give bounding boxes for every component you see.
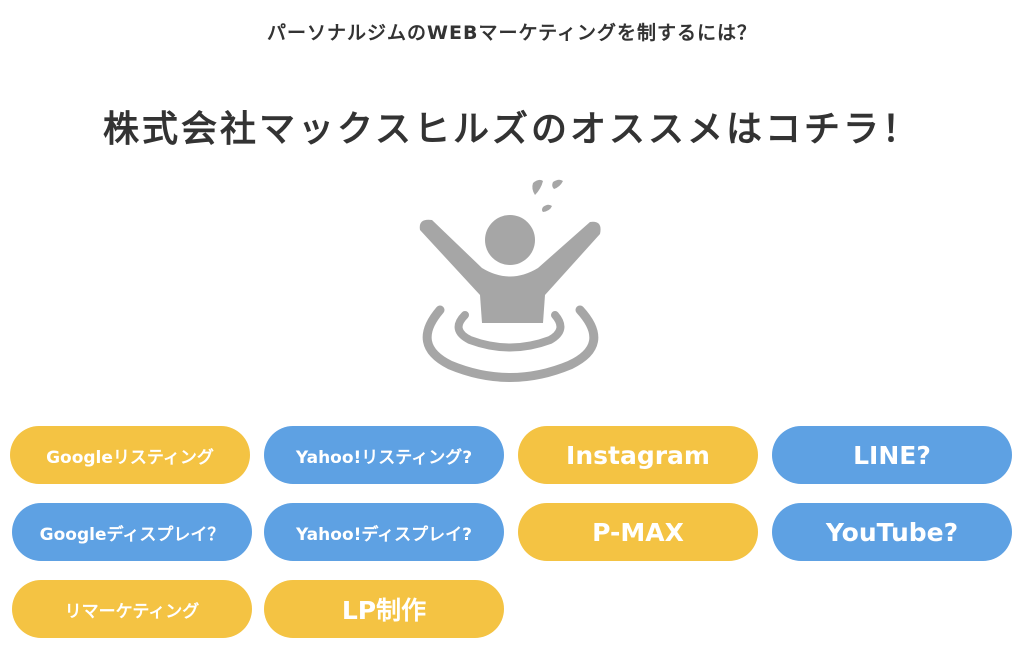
page-title: 株式会社マックスヒルズのオススメはコチラ！ (103, 109, 921, 150)
instagram-button[interactable]: Instagram (518, 426, 758, 484)
line-button[interactable]: LINE? (772, 426, 1012, 484)
google-display-button[interactable]: Googleディスプレイ？ (12, 503, 252, 561)
google-listing-button[interactable]: Googleリスティング (10, 426, 250, 484)
yahoo-listing-button[interactable]: Yahoo!リスティング? (264, 426, 504, 484)
lp-production-button[interactable]: LP制作 (264, 580, 504, 638)
page-subtitle: パーソナルジムのWEBマーケティングを制するには？ (267, 22, 757, 44)
remarketing-button[interactable]: リマーケティング (12, 580, 252, 638)
pmax-button[interactable]: P-MAX (518, 503, 758, 561)
youtube-button[interactable]: YouTube? (772, 503, 1012, 561)
person-splash-icon (419, 179, 601, 382)
yahoo-display-button[interactable]: Yahoo!ディスプレイ? (264, 503, 504, 561)
